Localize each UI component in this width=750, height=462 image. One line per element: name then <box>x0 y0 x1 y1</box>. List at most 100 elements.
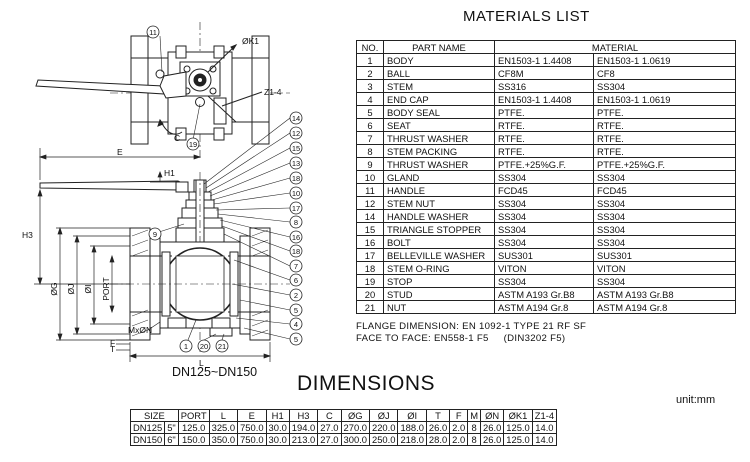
material-cell-m1: VITON <box>494 261 594 275</box>
callout-r5: 10 <box>292 189 300 198</box>
dim-header-cell: ØK1 <box>503 409 533 422</box>
dim-header-cell: SIZE <box>130 409 179 422</box>
header-no: NO. <box>356 40 384 54</box>
label-h1: H1 <box>164 168 175 178</box>
dim-header-cell: E <box>237 409 267 422</box>
materials-header-row: NO. PART NAME MATERIAL <box>356 40 736 54</box>
material-cell-no: 10 <box>356 170 384 184</box>
material-cell-m1: SS304 <box>494 235 594 249</box>
dim-cell: 220.0 <box>368 421 399 434</box>
label-port: PORT <box>101 277 111 300</box>
dim-cell: 125.0 <box>503 433 533 446</box>
material-cell-part: HANDLE <box>383 183 495 197</box>
dim-cell: 2.0 <box>449 421 469 434</box>
material-cell-no: 21 <box>356 300 384 314</box>
callout-leaders <box>158 35 291 341</box>
dim-header-cell: M <box>467 409 482 422</box>
dim-cell: 2.0 <box>449 433 469 446</box>
label-k1: ØK1 <box>242 36 259 46</box>
callout-r14: 4 <box>294 320 298 329</box>
material-cell-m2: SS304 <box>593 79 736 93</box>
material-cell-m2: PTFE.+25%G.F. <box>593 157 736 171</box>
material-cell-m1: EN1503-1 1.4408 <box>494 92 594 106</box>
label-f: F <box>110 338 115 348</box>
material-cell-part: HANDLE WASHER <box>383 209 495 223</box>
callout-top-2: 19 <box>189 140 197 149</box>
material-cell-part: NUT <box>383 300 495 314</box>
dim-cell: 125.0 <box>177 421 210 434</box>
label-j: ØJ <box>66 284 76 295</box>
dim-cell: 194.0 <box>288 421 319 434</box>
face-note: FACE TO FACE: EN558-1 F5 (DIN3202 F5) <box>356 333 565 344</box>
callout-circles <box>146 25 303 353</box>
label-t: T <box>110 344 115 354</box>
material-cell-part: BODY SEAL <box>383 105 495 119</box>
callout-left: 9 <box>153 230 157 239</box>
dim-cell: 5" <box>164 421 179 434</box>
dim-header-cell: ØI <box>397 409 427 422</box>
dim-cell: 6" <box>164 433 179 446</box>
material-cell-part: STEM PACKING <box>383 144 495 158</box>
dim-header-cell: L <box>208 409 239 422</box>
callout-r4: 18 <box>292 174 300 183</box>
material-cell-no: 20 <box>356 287 384 301</box>
material-cell-m2: RTFE. <box>593 118 736 132</box>
material-cell-no: 11 <box>356 183 384 197</box>
material-cell-no: 5 <box>356 105 384 119</box>
material-cell-m2: SS304 <box>593 196 736 210</box>
dim-cell: 8 <box>467 433 482 446</box>
dim-header-cell: F <box>449 409 469 422</box>
material-cell-no: 1 <box>356 53 384 67</box>
material-cell-part: GLAND <box>383 170 495 184</box>
label-i: ØI <box>83 285 93 294</box>
label-g: ØG <box>49 282 59 295</box>
material-cell-m1: SS304 <box>494 274 594 288</box>
header-part: PART NAME <box>383 40 495 54</box>
dim-header-cell: T <box>425 409 451 422</box>
dim-cell: DN150 <box>129 433 166 446</box>
dim-header-cell: H3 <box>288 409 319 422</box>
dim-header-cell: H1 <box>265 409 290 422</box>
material-cell-m2: SS304 <box>593 222 736 236</box>
dim-cell: 27.0 <box>317 433 342 446</box>
material-cell-m2: SS304 <box>593 235 736 249</box>
material-cell-m1: EN1503-1 1.4408 <box>494 53 594 67</box>
callout-b0: 1 <box>184 342 188 351</box>
material-cell-part: THRUST WASHER <box>383 131 495 145</box>
material-cell-part: STUD <box>383 287 495 301</box>
dim-cell: 750.0 <box>237 421 267 434</box>
material-cell-m2: CF8 <box>593 66 736 80</box>
material-cell-no: 3 <box>356 79 384 93</box>
label-z14: Z1-4 <box>264 87 282 97</box>
callout-r10: 7 <box>294 262 298 271</box>
label-l: L <box>199 358 204 368</box>
dim-cell: 150.0 <box>177 433 210 446</box>
material-cell-no: 8 <box>356 144 384 158</box>
dim-cell: 218.0 <box>397 433 427 446</box>
material-cell-m1: FCD45 <box>494 183 594 197</box>
material-cell-no: 16 <box>356 235 384 249</box>
callout-r7: 8 <box>294 218 298 227</box>
dim-header-cell: ØJ <box>368 409 399 422</box>
material-cell-m2: FCD45 <box>593 183 736 197</box>
flange-note: FLANGE DIMENSION: EN 1092-1 TYPE 21 RF S… <box>356 321 587 332</box>
material-cell-m1: RTFE. <box>494 131 594 145</box>
material-cell-m1: SS304 <box>494 196 594 210</box>
dim-cell: 270.0 <box>340 421 370 434</box>
dim-header-cell: PORT <box>177 409 210 422</box>
